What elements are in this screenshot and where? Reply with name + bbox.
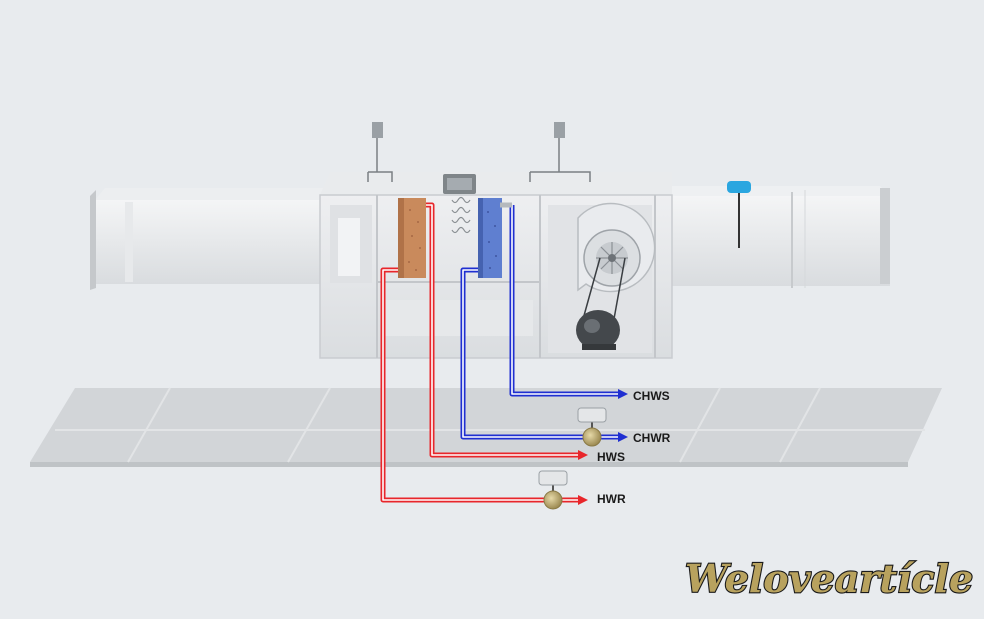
actuator-icon [372, 122, 383, 138]
floor-slab [30, 387, 942, 467]
supply-air-duct [662, 186, 890, 288]
actuator-icon [554, 122, 565, 138]
motor-icon [576, 257, 626, 350]
chws-label: CHWS [633, 389, 670, 403]
hws-label: HWS [597, 450, 625, 464]
chws-arrow-icon [618, 389, 628, 399]
chwr-arrow-icon [618, 432, 628, 442]
watermark-logo: Weloveartícle [685, 556, 973, 601]
hws-arrow-icon [578, 450, 588, 460]
damper-actuator-left [367, 122, 393, 182]
damper-actuator-right [529, 122, 591, 182]
hwr-arrow-icon [578, 495, 588, 505]
return-air-duct [90, 188, 330, 290]
chwr-label: CHWR [633, 431, 671, 445]
humidifier-icon [443, 174, 476, 234]
two-way-valve-icon [538, 470, 568, 510]
fan-icon [577, 202, 656, 293]
duct-sensor-icon [727, 181, 751, 248]
hot-water-piping [380, 202, 578, 503]
cooling-coil [478, 198, 502, 278]
heating-coil [398, 198, 426, 278]
chilled-water-piping [460, 202, 618, 440]
three-way-valve-icon [577, 407, 607, 447]
hwr-label: HWR [597, 492, 626, 506]
